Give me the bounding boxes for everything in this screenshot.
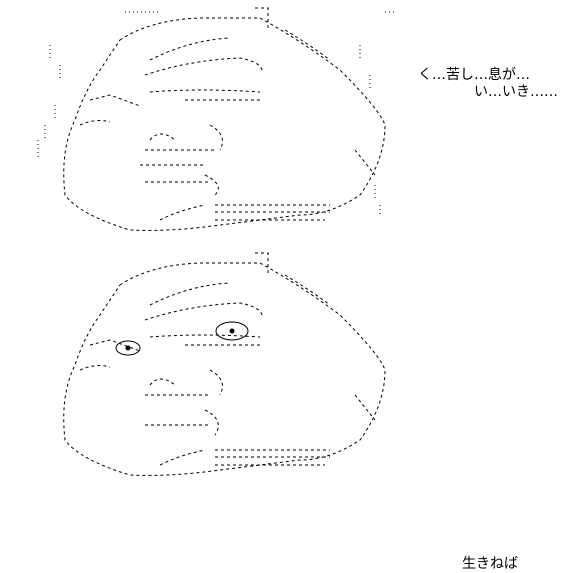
dialogue-bottom: 生きねば — [462, 556, 518, 572]
ascii-art-hand-squeezing-face — [37, 7, 395, 231]
ascii-art-hand-squeezing-face-revived — [63, 252, 386, 476]
dialogue-top: く…苦し…息が… い…いき…… — [418, 67, 558, 100]
panel-bottom: 生きねば — [0, 245, 577, 572]
panel-top: く…苦し…息が… い…いき…… — [0, 0, 577, 245]
